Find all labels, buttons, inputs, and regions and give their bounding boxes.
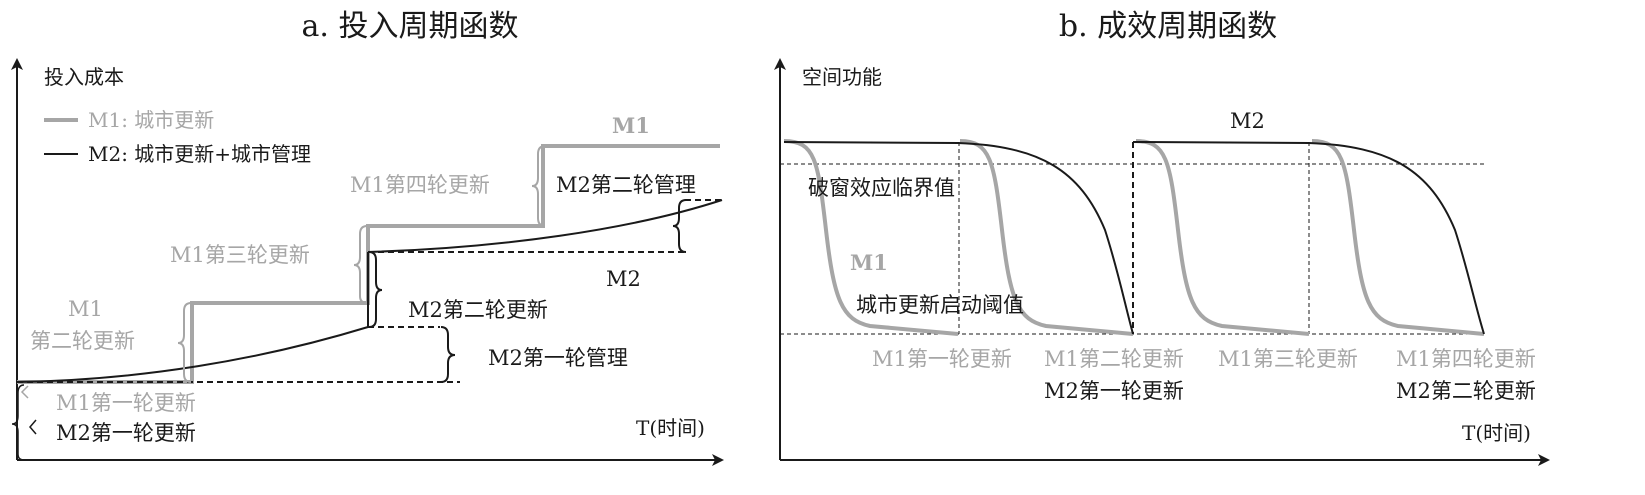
label-b-m2-round1: M2第一轮更新 <box>1044 379 1184 403</box>
label-m1-round2-line1: M1 <box>68 297 103 321</box>
label-b-m1-round2: M1第二轮更新 <box>1044 347 1184 371</box>
m2-decay-curve-1 <box>783 141 1134 335</box>
label-threshold-broken-window: 破窗效应临界值 <box>808 176 955 200</box>
m2-curve-1 <box>16 326 369 383</box>
brace-m2-manage1 <box>440 326 456 383</box>
brace-m2-round1 <box>11 384 25 461</box>
brace-m1-round1 <box>20 385 29 399</box>
panel-b-title: b. 成效周期函数 <box>1059 9 1277 44</box>
m2-curve-2 <box>367 199 723 253</box>
label-m2-round2: M2第二轮更新 <box>408 298 548 322</box>
m1-decay-curve-2 <box>959 139 1134 336</box>
brace-m2-round2 <box>368 251 383 328</box>
legend-m2-label: M2: 城市更新+城市管理 <box>88 142 311 166</box>
label-m1-top: M1 <box>612 113 650 138</box>
label-m1-round4: M1第四轮更新 <box>350 173 490 197</box>
label-m1-round3: M1第三轮更新 <box>170 243 310 267</box>
brace-m1-round2 <box>177 302 192 383</box>
panel-b: b. 成效周期函数 空间功能 T(时间) M2 破窗效应临界值 M1 城市更新启… <box>774 9 1550 466</box>
panel-a-title: a. 投入周期函数 <box>302 9 519 44</box>
label-m2-round1: M2第一轮更新 <box>56 421 196 445</box>
label-m2-mid: M2 <box>606 267 641 291</box>
brace-m1-round4 <box>531 145 546 227</box>
label-b-m2-round2: M2第二轮更新 <box>1396 379 1536 403</box>
label-m2-top: M2 <box>1230 109 1265 133</box>
label-m2-manage2: M2第二轮管理 <box>556 173 696 197</box>
brace-m1-round3 <box>353 225 368 304</box>
label-m1-round1: M1第一轮更新 <box>56 391 196 415</box>
label-b-m1-round3: M1第三轮更新 <box>1218 347 1358 371</box>
brace-m2-manage2 <box>672 199 687 253</box>
m1-decay-curve-4 <box>1311 139 1485 336</box>
label-m1-round2-line2: 第二轮更新 <box>30 329 135 353</box>
m1-decay-curve-3 <box>1135 139 1310 336</box>
label-m2-manage1: M2第一轮管理 <box>488 346 628 370</box>
label-b-m1-round1: M1第一轮更新 <box>872 347 1012 371</box>
panel-a: a. 投入周期函数 投入成本 T(时间) M1: 城市更新 M2: 城市更新+城… <box>11 9 724 466</box>
m1-decay-curve-1 <box>783 139 959 336</box>
label-threshold-renewal: 城市更新启动阈值 <box>856 293 1024 317</box>
panel-a-x-axis-label: T(时间) <box>636 416 705 440</box>
panel-b-x-axis-label: T(时间) <box>1462 421 1531 445</box>
panel-a-y-axis-label: 投入成本 <box>44 65 124 89</box>
brace-m2-round1-tick <box>29 419 37 435</box>
m2-decay-curve-2 <box>1132 141 1485 335</box>
panel-b-y-axis-label: 空间功能 <box>802 65 882 89</box>
label-m1-curve: M1 <box>850 250 888 275</box>
legend-m1-label: M1: 城市更新 <box>88 108 214 132</box>
label-b-m1-round4: M1第四轮更新 <box>1396 347 1536 371</box>
